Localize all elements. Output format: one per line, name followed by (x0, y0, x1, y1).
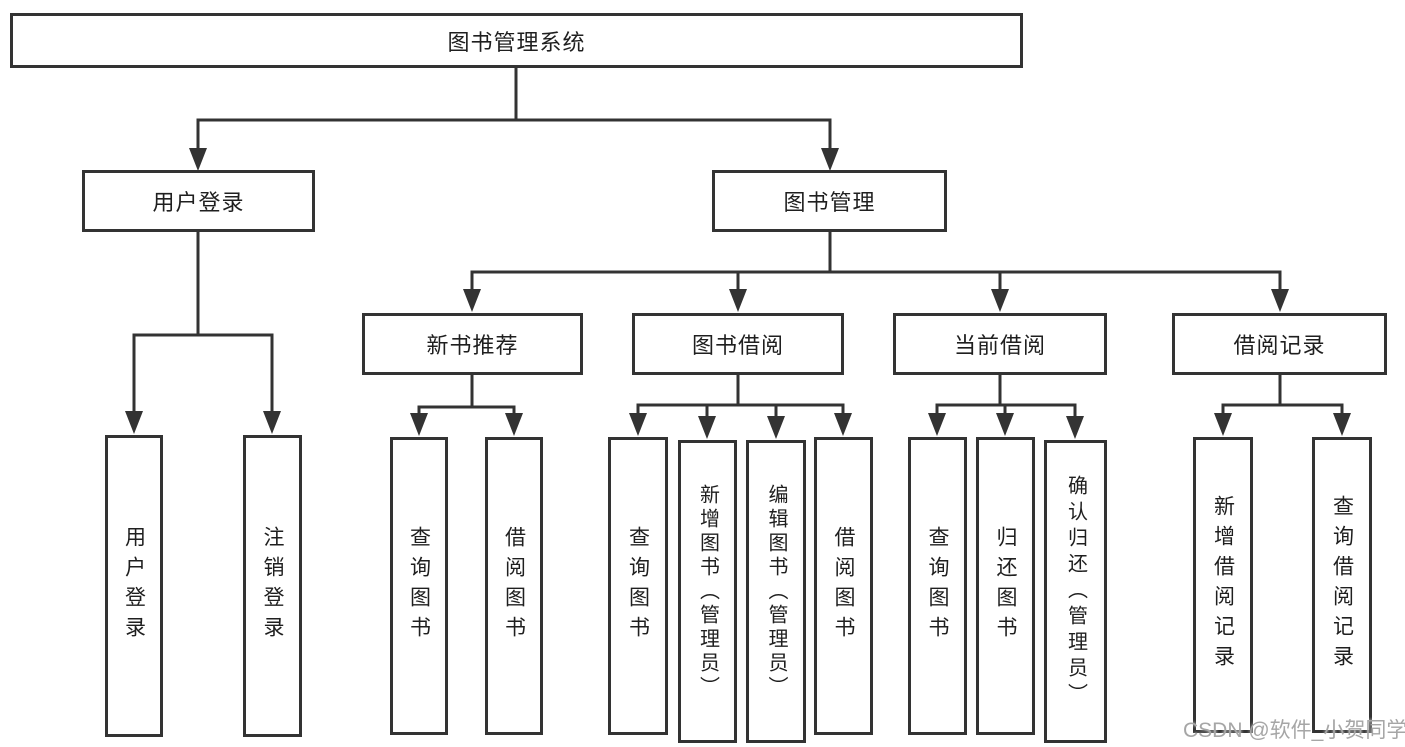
leaf-logout-label: 注销登录 (261, 526, 284, 646)
leaf-query-borrow-record-label: 查询借阅记录 (1330, 495, 1354, 675)
leaf-borrow-books-recommend: 借阅图书 (485, 437, 543, 735)
node-library-system-label: 图书管理系统 (447, 29, 586, 55)
leaf-confirm-return-admin: 确认归还（管理员） (1044, 440, 1107, 743)
leaf-query-books-current-label: 查询图书 (926, 526, 949, 646)
leaf-user-login-label: 用户登录 (122, 526, 146, 646)
leaf-query-books-recommend: 查询图书 (390, 437, 448, 735)
node-current-borrowing: 当前借阅 (893, 313, 1107, 375)
node-borrowing-records-label: 借阅记录 (1233, 333, 1326, 358)
node-library-system: 图书管理系统 (10, 13, 1023, 68)
leaf-query-books-recommend-label: 查询图书 (407, 526, 431, 646)
leaf-add-borrow-record-label: 新增借阅记录 (1211, 495, 1235, 675)
node-new-book-recommend: 新书推荐 (362, 313, 583, 375)
leaf-return-books-label: 归还图书 (994, 526, 1017, 646)
leaf-add-books-admin: 新增图书（管理员） (678, 440, 737, 743)
leaf-user-login: 用户登录 (105, 435, 163, 737)
node-user-login-label: 用户登录 (152, 190, 245, 215)
node-new-book-recommend-label: 新书推荐 (426, 333, 519, 358)
leaf-edit-books-admin: 编辑图书（管理员） (746, 440, 806, 743)
node-borrowing-records: 借阅记录 (1172, 313, 1387, 375)
leaf-borrow-books-recommend-label: 借阅图书 (502, 526, 526, 646)
node-book-management: 图书管理 (712, 170, 947, 232)
leaf-confirm-return-admin-label: 确认归还（管理员） (1064, 474, 1087, 709)
leaf-query-books-borrowing: 查询图书 (608, 437, 668, 735)
leaf-edit-books-admin-label: 编辑图书（管理员） (765, 483, 787, 700)
node-book-borrowing: 图书借阅 (632, 313, 844, 375)
arrowheads (125, 148, 1351, 439)
csdn-watermark: CSDN @软件_小贺同学 (1183, 719, 1405, 742)
node-book-borrowing-label: 图书借阅 (691, 333, 784, 358)
node-user-login: 用户登录 (82, 170, 315, 232)
leaf-logout: 注销登录 (243, 435, 302, 737)
leaf-add-books-admin-label: 新增图书（管理员） (696, 483, 719, 700)
node-current-borrowing-label: 当前借阅 (953, 333, 1046, 358)
leaf-borrow-books-borrowing-label: 借阅图书 (832, 526, 855, 646)
leaf-borrow-books-borrowing: 借阅图书 (814, 437, 873, 735)
leaf-query-borrow-record: 查询借阅记录 (1312, 437, 1372, 733)
leaf-query-books-current: 查询图书 (908, 437, 967, 735)
tree-edges (132, 66, 1344, 421)
leaf-add-borrow-record: 新增借阅记录 (1193, 437, 1253, 733)
leaf-return-books: 归还图书 (976, 437, 1035, 735)
leaf-query-books-borrowing-label: 查询图书 (626, 526, 650, 646)
node-book-management-label: 图书管理 (783, 190, 876, 215)
